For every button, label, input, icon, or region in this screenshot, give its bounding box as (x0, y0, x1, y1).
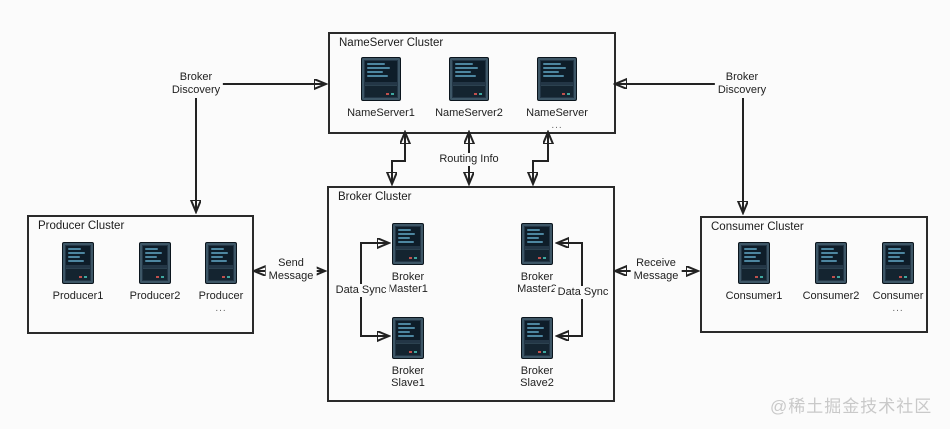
server-icon (62, 242, 94, 284)
server-icon (738, 242, 770, 284)
data-sync-left-label: Data Sync (332, 284, 390, 297)
routing-info-label: Routing Info (436, 153, 502, 166)
cluster-title: NameServer Cluster (339, 37, 444, 49)
node-label: Consumer (872, 290, 924, 302)
producer2-node: Producer2 (107, 242, 203, 302)
nameserver-n-node: NameServer ... (509, 57, 605, 131)
nameserver2-node: NameServer2 (421, 57, 517, 119)
ellipsis: ... (892, 303, 904, 314)
nameserver1-node: NameServer1 (333, 57, 429, 119)
server-icon (882, 242, 914, 284)
server-icon (392, 223, 424, 265)
node-label: Consumer1 (725, 290, 783, 302)
arrow-routing-info-left (392, 132, 405, 184)
ellipsis: ... (215, 303, 227, 314)
producer1-node: Producer1 (30, 242, 126, 302)
server-icon (139, 242, 171, 284)
node-label: NameServer1 (347, 107, 415, 119)
server-icon (521, 223, 553, 265)
cluster-title: Broker Cluster (338, 191, 412, 203)
cluster-title: Consumer Cluster (711, 221, 804, 233)
node-label: Producer (198, 290, 244, 302)
node-label: NameServer (526, 107, 588, 119)
server-icon (205, 242, 237, 284)
server-icon (815, 242, 847, 284)
server-icon (361, 57, 401, 101)
server-icon (537, 57, 577, 101)
broker-cluster-box: Broker Cluster (327, 186, 615, 402)
server-icon (392, 317, 424, 359)
server-icon (449, 57, 489, 101)
producer-n-node: Producer ... (173, 242, 269, 314)
node-label: NameServer2 (435, 107, 503, 119)
server-icon (521, 317, 553, 359)
cluster-title: Producer Cluster (38, 220, 125, 232)
arrow-routing-info-right (533, 132, 548, 184)
ellipsis: ... (551, 120, 563, 131)
consumer-cluster-box: Consumer Cluster (700, 216, 928, 333)
consumer-n-node: Consumer ... (850, 242, 946, 314)
data-sync-right-label: Data Sync (554, 286, 612, 299)
node-label: Producer2 (129, 290, 181, 302)
consumer2-node: Consumer2 (783, 242, 879, 302)
node-label: Producer1 (52, 290, 104, 302)
consumer1-node: Consumer1 (706, 242, 802, 302)
node-label: Consumer2 (802, 290, 860, 302)
watermark: @稀土掘金技术社区 (770, 397, 933, 416)
